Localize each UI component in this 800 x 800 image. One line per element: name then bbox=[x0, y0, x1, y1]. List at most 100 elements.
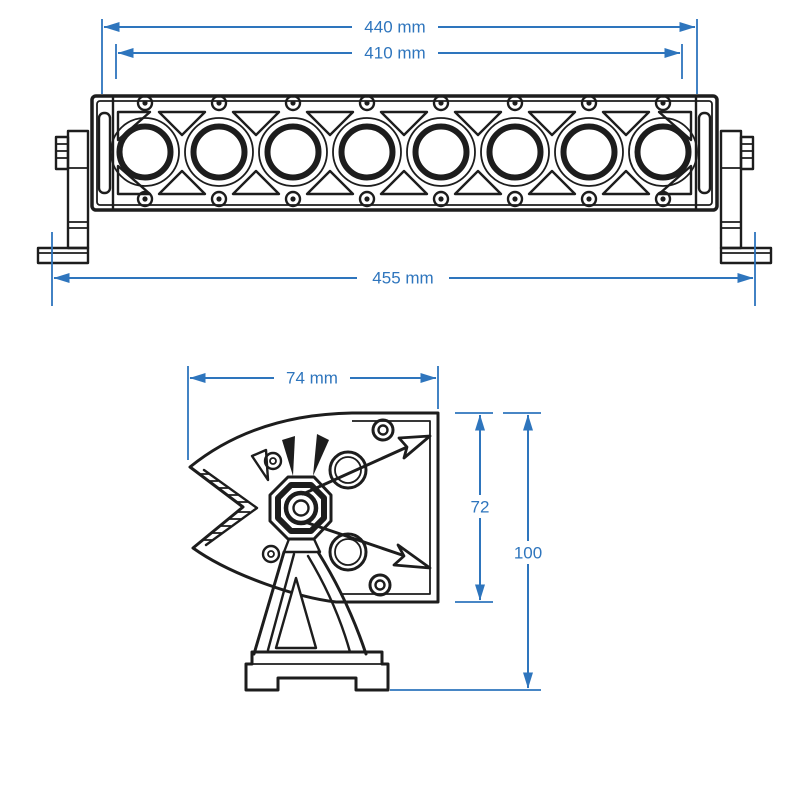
left-end-slot bbox=[97, 111, 112, 195]
upper-opening bbox=[328, 450, 368, 490]
housing-screw bbox=[358, 190, 376, 208]
dim-overall-height: 100 bbox=[390, 412, 549, 691]
housing-screw-center bbox=[660, 100, 666, 106]
lens bbox=[338, 123, 396, 181]
housing-screw-center bbox=[512, 196, 518, 202]
bottom-triangle-decoration bbox=[305, 169, 355, 196]
housing-screw-center bbox=[586, 196, 592, 202]
lower-opening bbox=[328, 532, 368, 572]
side-plate-screws bbox=[261, 418, 395, 597]
spoke bbox=[282, 436, 295, 476]
bottom-triangle-decoration bbox=[527, 169, 577, 196]
lens-outer-ring bbox=[332, 117, 402, 187]
dim-label-72: 72 bbox=[471, 498, 490, 517]
top-triangle-decoration bbox=[527, 110, 577, 137]
edge-chevron-inner bbox=[202, 468, 259, 547]
dim-mount-width: 455 mm bbox=[51, 232, 756, 306]
lower-opening-inner bbox=[334, 538, 362, 566]
side-view: 74 mm 72 100 bbox=[187, 366, 549, 692]
dim-label-455: 455 mm bbox=[372, 269, 433, 288]
pedestal-cutout bbox=[274, 576, 318, 650]
lens-outer-ring bbox=[110, 117, 180, 187]
bottom-triangle-decoration bbox=[453, 169, 503, 196]
housing-screw-center bbox=[216, 196, 222, 202]
lens bbox=[634, 123, 692, 181]
lens bbox=[116, 123, 174, 181]
housing-screw-center bbox=[512, 100, 518, 106]
dim-label-100: 100 bbox=[514, 544, 542, 563]
screw-row bbox=[136, 94, 672, 208]
housing-screw bbox=[210, 190, 228, 208]
dim-overall-width: 440 mm bbox=[101, 16, 698, 94]
top-triangle-decoration bbox=[157, 110, 207, 137]
pedestal-base bbox=[244, 650, 390, 692]
housing-screw-center bbox=[142, 196, 148, 202]
dim-body-height: 72 bbox=[455, 412, 496, 603]
lens bbox=[264, 123, 322, 181]
housing-screw bbox=[654, 190, 672, 208]
bottom-triangle-decoration bbox=[601, 169, 651, 196]
housing-screw-center bbox=[142, 100, 148, 106]
lens bbox=[560, 123, 618, 181]
housing-screw bbox=[210, 94, 228, 112]
housing-screw-center bbox=[216, 100, 222, 106]
housing-screw-center bbox=[586, 100, 592, 106]
dim-label-410: 410 mm bbox=[364, 44, 425, 63]
top-triangle-decoration bbox=[453, 110, 503, 137]
bottom-triangle-decoration bbox=[231, 169, 281, 196]
dim-label-440: 440 mm bbox=[364, 18, 425, 37]
dim-inner-width: 410 mm bbox=[115, 42, 683, 79]
top-triangle-decoration bbox=[379, 110, 429, 137]
lens-outer-ring bbox=[184, 117, 254, 187]
lens-outer-ring bbox=[554, 117, 624, 187]
bottom-triangle-decoration bbox=[157, 169, 207, 196]
light-bar-housing bbox=[90, 94, 719, 212]
bottom-triangle-decoration bbox=[379, 169, 429, 196]
upper-opening-inner bbox=[334, 456, 362, 484]
housing-screw bbox=[432, 94, 450, 112]
deco-row bbox=[157, 110, 651, 196]
corner-decoration bbox=[657, 164, 693, 196]
left-mounting-bracket bbox=[36, 129, 90, 265]
housing-screw-center bbox=[438, 100, 444, 106]
housing-screw-center bbox=[364, 196, 370, 202]
bracket-body bbox=[188, 411, 440, 604]
housing-screw bbox=[580, 94, 598, 112]
pedestal-stand bbox=[244, 537, 390, 692]
housing-screw bbox=[506, 190, 524, 208]
lens bbox=[486, 123, 544, 181]
lens-outer-ring bbox=[480, 117, 550, 187]
housing-screw bbox=[654, 94, 672, 112]
spoke bbox=[313, 434, 329, 476]
lens-outer-ring bbox=[406, 117, 476, 187]
pivot-hub bbox=[268, 475, 333, 541]
housing-screw-center bbox=[290, 196, 296, 202]
top-triangle-decoration bbox=[231, 110, 281, 137]
housing-screw bbox=[580, 190, 598, 208]
beam-direction-arrows bbox=[301, 434, 432, 570]
hatch-lines bbox=[200, 473, 250, 541]
housing-screw-center bbox=[660, 196, 666, 202]
dim-depth: 74 mm bbox=[187, 366, 439, 460]
housing-screw bbox=[284, 190, 302, 208]
housing-screw bbox=[136, 94, 154, 112]
top-triangle-decoration bbox=[601, 110, 651, 137]
dim-label-74: 74 mm bbox=[286, 369, 338, 388]
lens bbox=[412, 123, 470, 181]
top-triangle-decoration bbox=[305, 110, 355, 137]
housing-screw bbox=[136, 190, 154, 208]
front-view: 440 mm 410 mm 455 mm bbox=[36, 16, 773, 306]
lens bbox=[190, 123, 248, 181]
lens-outer-ring bbox=[258, 117, 328, 187]
housing-screw-center bbox=[438, 196, 444, 202]
housing-screw-center bbox=[290, 100, 296, 106]
housing-screw bbox=[284, 94, 302, 112]
housing-screw bbox=[358, 94, 376, 112]
right-mounting-bracket bbox=[719, 129, 773, 265]
housing-screw bbox=[506, 94, 524, 112]
lens-outer-ring bbox=[628, 117, 698, 187]
housing-screw bbox=[432, 190, 450, 208]
housing-screw-center bbox=[364, 100, 370, 106]
